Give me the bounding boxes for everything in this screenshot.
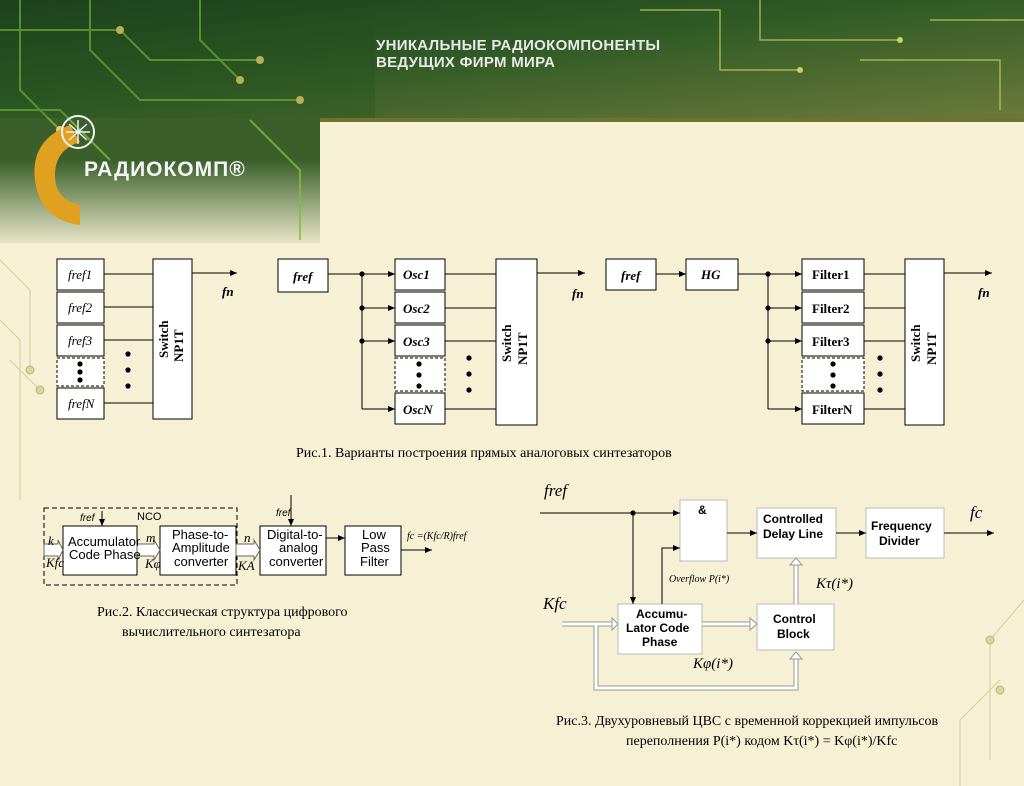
fig3-kfc: Kfc [542,594,567,613]
fig2-dac-fref: fref [276,508,292,519]
fig3-fref: fref [544,481,569,500]
fig2-caption-line1: Рис.2. Классическая структура цифрового [97,605,348,620]
fig3-fd-line1: Frequency [871,519,932,533]
fig2-m: m [146,530,155,545]
fig1-a-input-1: fref1 [68,267,92,282]
fig1-b-osc-2: Osc2 [403,301,430,316]
fig2-lpf-line1: Low [362,527,386,542]
fig1-b-switch-label: Switch [499,324,514,362]
header-background [0,0,1024,250]
fig3-cdl-line1: Controlled [763,512,823,526]
brand-name: РАДИОКОМП® [84,158,246,181]
fig2-lpf-line3: Filter [360,554,390,569]
fig2-acc-line1: Accumulator [68,534,141,549]
fig3-caption-line2: переполнения P(i*) кодом Kτ(i*) = Kφ(i*)… [626,734,898,749]
fig3-and: & [698,503,707,517]
fig2-n: n [244,530,251,545]
fig1-c-filter-n: FilterN [812,402,853,417]
fig1-caption: Рис.1. Варианты построения прямых аналог… [296,446,672,461]
fig1-c-filter-2: Filter2 [812,301,850,316]
fig1-c-output: fn [978,285,990,300]
fig1-c-filter-1: Filter1 [812,267,850,282]
fig1-c-switch-label: Switch [908,324,923,362]
fig2-pta-line2: Amplitude [172,540,230,555]
fig2-caption-line2: вычислительного синтезатора [122,625,301,640]
fig1-c-filter-3: Filter3 [812,334,850,349]
fig1-dots [77,271,883,393]
fig1-c-hg: HG [700,267,721,282]
fig3-overflow: Overflow P(i*) [669,574,730,585]
fig1-wires [104,270,992,412]
fig3-fd-line2: Divider [879,534,920,548]
fig1-a-switch-label: Switch [156,320,171,358]
fig3-cdl-line2: Delay Line [763,527,823,541]
fig2-dac-line3: converter [269,554,324,569]
fig1-a-input-3: fref3 [68,333,93,348]
fig1-a-input-n: frefN [68,396,96,411]
fig2-kphi: Kφ [144,556,161,571]
fig1-c-switch-sub: NP1T [924,332,939,365]
fig2-ka: KA [237,558,255,573]
fig2-acc-line2: Code Phase [69,547,141,562]
fig1-a-output: fn [222,284,234,299]
fig1-c-ref: fref [621,268,642,283]
fig2-pta-line3: converter [174,554,229,569]
fig2-formula: fc =(Kfc/R)fref [407,531,468,542]
fig1-b-ref: fref [293,269,314,284]
fig2-kfc: Kfc [45,555,64,570]
header-title-line2: ВЕДУЩИХ ФИРМ МИРА [376,54,556,71]
fig1-a-input-2: fref2 [68,300,93,315]
fig3-kphi: Kφ(i*) [692,656,733,672]
header-title-line1: УНИКАЛЬНЫЕ РАДИОКОМПОНЕНТЫ [376,37,661,54]
fig1-boxes [56,258,945,426]
fig2-k: k [48,533,54,548]
fig1-a-switch-sub: NP1T [171,329,186,362]
fig2-diagram: fref NCO Accumulator Code Phase Phase-to… [43,495,468,586]
fig1-labels: fref1 fref2 fref3 frefN fn fref Osc1 Osc… [68,267,990,417]
fig1-b-osc-1: Osc1 [403,267,430,282]
fig2-lpf-line2: Pass [361,540,390,555]
fig1-b-osc-n: OscN [403,402,433,417]
fig2-dac-line1: Digital-to- [267,527,323,542]
fig2-dac-line2: analog [279,540,318,555]
fig1-b-osc-3: Osc3 [403,334,430,349]
fig3-caption-line1: Рис.3. Двухуровневый ЦВС с временной кор… [556,714,939,729]
fig2-pta-line1: Phase-to- [172,527,228,542]
fig2-fref: fref [80,513,96,524]
fig3-ctrl-line1: Control [773,612,816,626]
header-title: УНИКАЛЬНЫЕ РАДИОКОМПОНЕНТЫ ВЕДУЩИХ ФИРМ … [376,37,660,71]
radiokomp-logo [34,115,95,225]
fig3-acc-line3: Phase [642,635,678,649]
fig2-nco: NCO [137,511,162,523]
fig3-acc-line2: Lator Code [626,621,690,635]
fig3-fc: fc [970,503,983,522]
fig1-b-output: fn [572,286,584,301]
fig3-diagram: fref & Controlled Delay Line Frequency D… [540,481,994,691]
fig3-ktau: Kτ(i*) [815,576,853,592]
fig3-acc-line1: Accumu- [636,607,687,621]
fig3-ctrl-line2: Block [777,627,810,641]
fig1-b-switch-sub: NP1T [515,332,530,365]
